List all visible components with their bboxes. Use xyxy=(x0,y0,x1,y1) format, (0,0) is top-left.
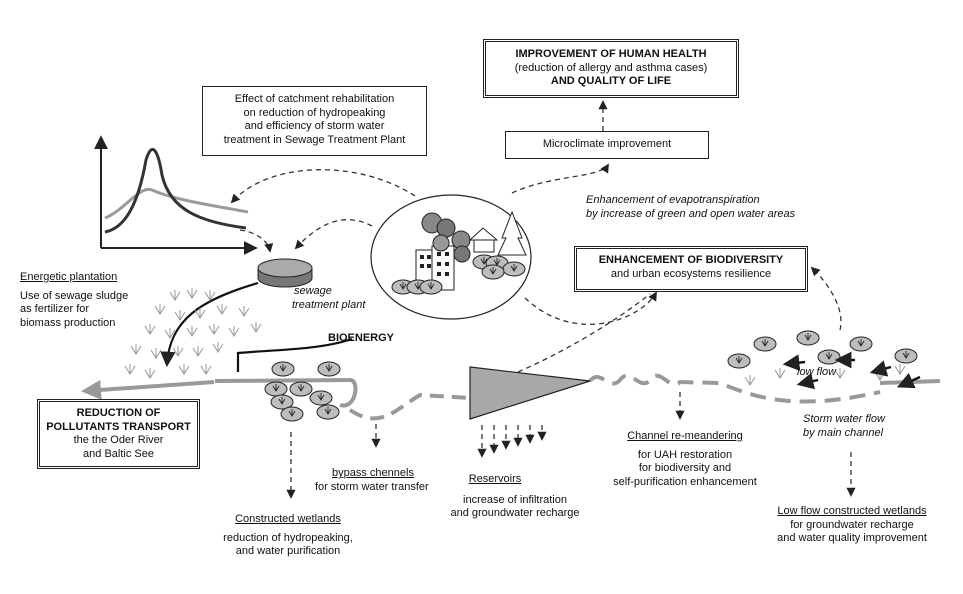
wetlands-line: reduction of hydropeaking, xyxy=(223,531,353,544)
energetic-line: as fertilizer for xyxy=(20,303,90,315)
pollutants-title: POLLUTANTS TRANSPORT xyxy=(46,420,191,433)
pollutants-title: REDUCTION OF xyxy=(76,407,161,419)
wetlands-line: and water purification xyxy=(235,545,341,557)
health-box: IMPROVEMENT OF HUMAN HEALTH (reduction o… xyxy=(483,39,739,98)
wetland-plants-left xyxy=(264,361,341,422)
low-flow-arrows xyxy=(782,351,921,390)
biodiversity-box: ENHANCEMENT OF BIODIVERSITY and urban ec… xyxy=(574,246,808,292)
energetic-title: Energetic plantation xyxy=(20,271,118,283)
sewage-line: treatment plant xyxy=(292,298,366,311)
reservoirs-text: Reservoirs increase of infiltration and … xyxy=(440,473,590,521)
evapotranspiration-text: Enhancement of evapotranspiration by inc… xyxy=(586,194,795,221)
river-channel xyxy=(81,373,941,421)
catchment-line: treatment in Sewage Treatment Plant xyxy=(223,133,406,146)
stormflow-line: Storm water flow xyxy=(803,413,885,425)
sewage-plant-icon xyxy=(257,258,313,288)
reservoirs-line: and groundwater recharge xyxy=(450,507,580,519)
wetlands-text: Constructed wetlands reduction of hydrop… xyxy=(208,513,368,559)
sewage-label: sewage treatment plant xyxy=(292,285,365,312)
energetic-plantation-text: Energetic plantation Use of sewage sludg… xyxy=(20,271,128,330)
pollutants-line: the the Oder River xyxy=(73,434,164,446)
low-flow-wetlands-text: Low flow constructed wetlands for ground… xyxy=(762,505,942,546)
reservoirs-line: increase of infiltration xyxy=(463,493,567,506)
biodiversity-title: ENHANCEMENT OF BIODIVERSITY xyxy=(598,254,784,266)
meandering-text: Channel re-meandering for UAH restoratio… xyxy=(600,430,770,489)
reservoir-icon xyxy=(469,366,591,420)
pollutants-box: REDUCTION OF POLLUTANTS TRANSPORT the th… xyxy=(37,399,200,469)
sewage-line: sewage xyxy=(294,285,332,297)
health-title: IMPROVEMENT OF HUMAN HEALTH xyxy=(515,48,707,60)
lowflow-wetlands-line: and water quality improvement xyxy=(777,532,927,544)
catchment-box: Effect of catchment rehabilitation on re… xyxy=(202,86,427,156)
stormflow-line: by main channel xyxy=(803,426,884,439)
pollutants-line: and Baltic See xyxy=(83,447,154,460)
wetlands-title: Constructed wetlands xyxy=(235,513,341,525)
bypass-title: bypass chennels xyxy=(332,467,414,479)
microclimate-box: Microclimate improvement xyxy=(505,131,709,159)
energetic-line: Use of sewage sludge xyxy=(20,289,129,302)
health-title-2: AND QUALITY OF LIFE xyxy=(550,75,672,87)
meander-line: self-purification enhancement xyxy=(613,475,757,488)
energetic-line: biomass production xyxy=(20,316,116,329)
lowflow-wetlands-line: for groundwater recharge xyxy=(790,518,914,531)
hydrograph-chart xyxy=(94,135,258,255)
storm-water-flow-text: Storm water flow by main channel xyxy=(803,413,885,440)
city-circle xyxy=(370,194,532,320)
catchment-line: and efficiency of storm water xyxy=(244,120,385,132)
bypass-desc: for storm water transfer xyxy=(315,480,429,493)
biodiversity-subtitle: and urban ecosystems resilience xyxy=(610,267,772,280)
reservoirs-title: Reservoirs xyxy=(468,473,522,485)
evapo-line: Enhancement of evapotranspiration xyxy=(586,194,760,206)
plantation-icons xyxy=(124,287,262,379)
evapo-line: by increase of green and open water area… xyxy=(586,207,796,220)
catchment-line: Effect of catchment rehabilitation xyxy=(234,93,395,105)
microclimate-text: Microclimate improvement xyxy=(542,138,672,150)
low-flow-label: low flow xyxy=(797,366,837,378)
meander-title: Channel re-meandering xyxy=(627,430,743,442)
bypass-text: bypass chennels for storm water transfer xyxy=(315,467,429,494)
meander-line: for UAH restoration xyxy=(637,448,733,461)
catchment-line: on reduction of hydropeaking xyxy=(243,106,386,119)
lowflow-wetlands-title: Low flow constructed wetlands xyxy=(777,505,927,517)
health-subtitle: (reduction of allergy and asthma cases) xyxy=(514,61,708,74)
meander-line: for biodiversity and xyxy=(638,462,732,474)
bioenergy-label: BIOENERGY xyxy=(328,332,395,344)
